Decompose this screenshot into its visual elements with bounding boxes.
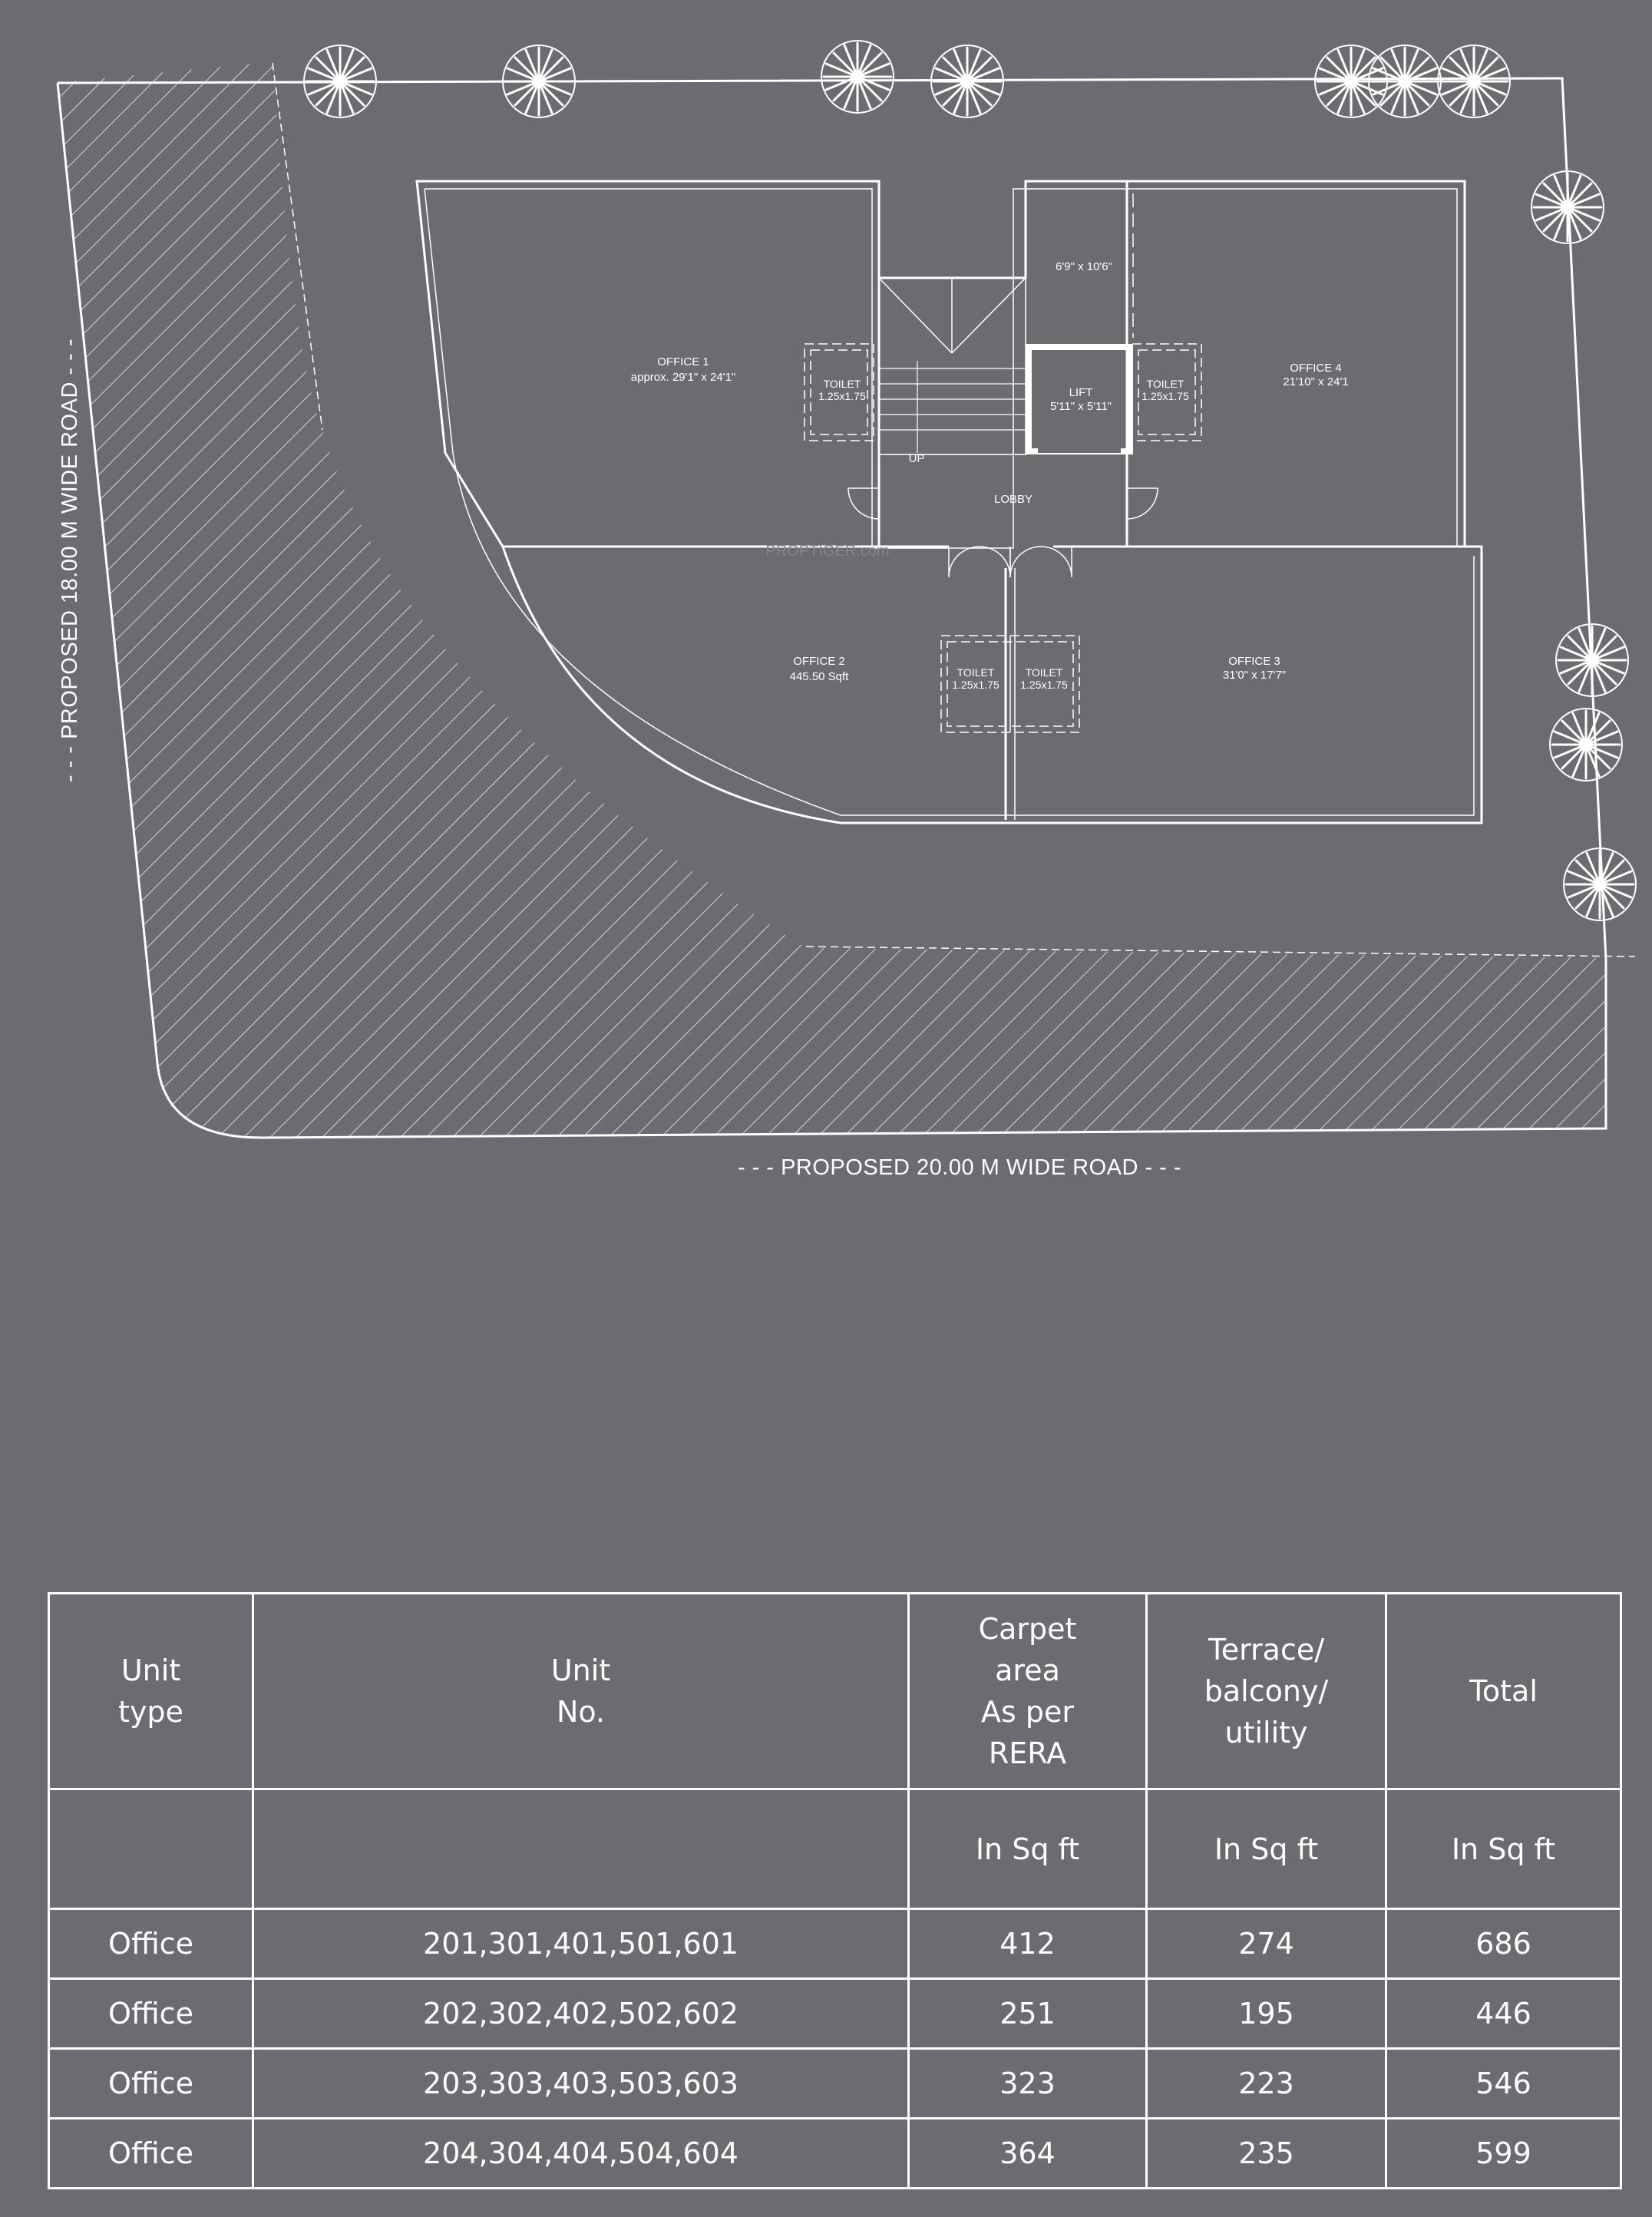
- unit-cell: In Sq ft: [1145, 1788, 1387, 1910]
- staircase: [878, 277, 1026, 455]
- unit-type-cell: Office: [48, 2117, 254, 2189]
- office1-name: OFFICE 1: [657, 355, 709, 368]
- table-units-row: In Sq ft In Sq ft In Sq ft: [48, 1788, 1622, 1910]
- terrace-cell: 235: [1145, 2117, 1387, 2189]
- stair-up-label: UP: [909, 452, 925, 465]
- table-row: Office 204,304,404,504,604 364 235 599: [48, 2117, 1622, 2189]
- plot-boundary: [56, 77, 1607, 1139]
- terrace-cell: 195: [1145, 1977, 1387, 2050]
- office4-dim: 21'10" x 24'1: [1283, 375, 1348, 388]
- total-cell: 546: [1385, 2047, 1622, 2120]
- office2-dim: 445.50 Sqft: [790, 670, 850, 683]
- total-cell: 446: [1385, 1977, 1622, 2050]
- lift-name: LIFT: [1069, 386, 1093, 399]
- store-dim: 6'9" x 10'6": [1056, 260, 1112, 273]
- unit-cell: In Sq ft: [1385, 1788, 1622, 1910]
- table-row: Office 202,302,402,502,602 251 195 446: [48, 1977, 1622, 2050]
- lift-dim: 5'11" x 5'11": [1050, 400, 1112, 413]
- unit-no-cell: 204,304,404,504,604: [252, 2117, 910, 2189]
- office3-name: OFFICE 3: [1228, 655, 1280, 668]
- table-row: Office 203,303,403,503,603 323 223 546: [48, 2047, 1622, 2120]
- office4-name: OFFICE 4: [1290, 362, 1342, 375]
- terrace-cell: 223: [1145, 2047, 1387, 2120]
- carpet-area-cell: 323: [907, 2047, 1148, 2120]
- unit-no-cell: 201,301,401,501,601: [252, 1908, 910, 1980]
- unit-cell: [48, 1788, 254, 1910]
- total-cell: 686: [1385, 1908, 1622, 1980]
- door-swings: [847, 487, 1158, 578]
- toilet-label: TOILET: [1026, 666, 1063, 679]
- toilet-dim: 1.25x1.75: [952, 679, 999, 691]
- header-cell: Total: [1385, 1592, 1622, 1790]
- toilet-label: TOILET: [824, 378, 861, 390]
- floor-plan: - - - PROPOSED 18.00 M WIDE ROAD - - - -…: [56, 39, 1637, 1180]
- unit-area-table: Unit type Unit No. Carpet area As per RE…: [48, 1592, 1622, 2189]
- table-header-row: Unit type Unit No. Carpet area As per RE…: [48, 1592, 1622, 1790]
- unit-cell: [252, 1788, 910, 1910]
- toilet-dim: 1.25x1.75: [1020, 679, 1068, 691]
- office1-dim: approx. 29'1" x 24'1": [631, 371, 735, 384]
- toilet-label: TOILET: [1147, 378, 1184, 390]
- unit-type-cell: Office: [48, 1908, 254, 1980]
- toilet-dim: 1.25x1.75: [818, 390, 866, 402]
- unit-type-cell: Office: [48, 2047, 254, 2120]
- total-cell: 599: [1385, 2117, 1622, 2189]
- carpet-area-cell: 251: [907, 1977, 1148, 2050]
- watermark: PROPTIGER.com: [765, 543, 889, 560]
- office2-name: OFFICE 2: [793, 655, 845, 668]
- terrace-cell: 274: [1145, 1908, 1387, 1980]
- toilet-label: TOILET: [957, 666, 995, 679]
- table-row: Office 201,301,401,501,601 412 274 686: [48, 1908, 1622, 1980]
- unit-no-cell: 202,302,402,502,602: [252, 1977, 910, 2050]
- road-label-south: - - - PROPOSED 20.00 M WIDE ROAD - - -: [738, 1155, 1181, 1180]
- unit-type-cell: Office: [48, 1977, 254, 2050]
- toilet-dim: 1.25x1.75: [1142, 390, 1189, 402]
- carpet-area-cell: 364: [907, 2117, 1148, 2189]
- lobby-name: LOBBY: [994, 493, 1032, 506]
- road-label-west: - - - PROPOSED 18.00 M WIDE ROAD - - -: [58, 339, 82, 782]
- header-cell: Unit type: [48, 1592, 254, 1790]
- header-cell: Carpet area As per RERA: [907, 1592, 1148, 1790]
- unit-cell: In Sq ft: [907, 1788, 1148, 1910]
- office3-dim: 31'0" x 17'7": [1223, 669, 1286, 682]
- unit-no-cell: 203,303,403,503,603: [252, 2047, 910, 2120]
- building-walls: [415, 180, 1483, 824]
- setback-hatch-area: [58, 61, 1606, 1138]
- header-cell: Unit No.: [252, 1592, 910, 1790]
- header-cell: Terrace/ balcony/ utility: [1145, 1592, 1387, 1790]
- carpet-area-cell: 412: [907, 1908, 1148, 1980]
